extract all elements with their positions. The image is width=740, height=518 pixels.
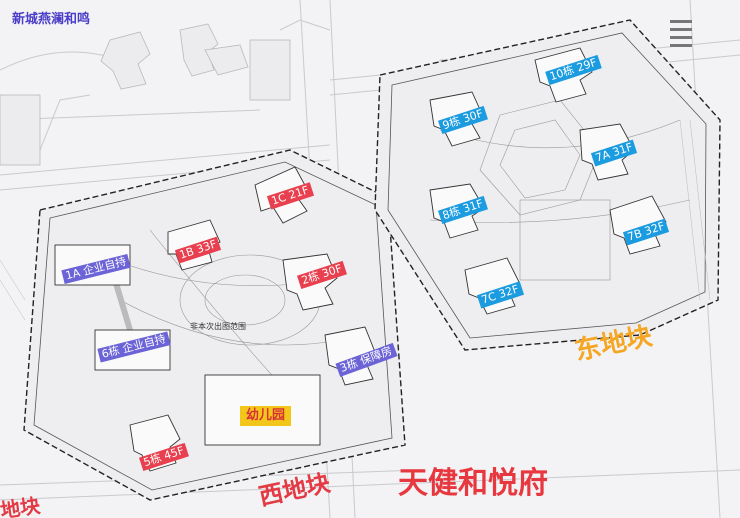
hatch-area <box>0 119 711 321</box>
not-in-scope-label: 非本次出图范围 <box>190 322 246 331</box>
project-name-label: 天健和悦府 <box>398 466 548 501</box>
estate-name-label: 新城燕澜和鸣 <box>12 12 91 27</box>
legend-marks <box>670 20 692 47</box>
bottom-left-plot-label: 地块 <box>0 493 42 518</box>
kindergarten-tag: 幼儿园 <box>240 406 292 426</box>
